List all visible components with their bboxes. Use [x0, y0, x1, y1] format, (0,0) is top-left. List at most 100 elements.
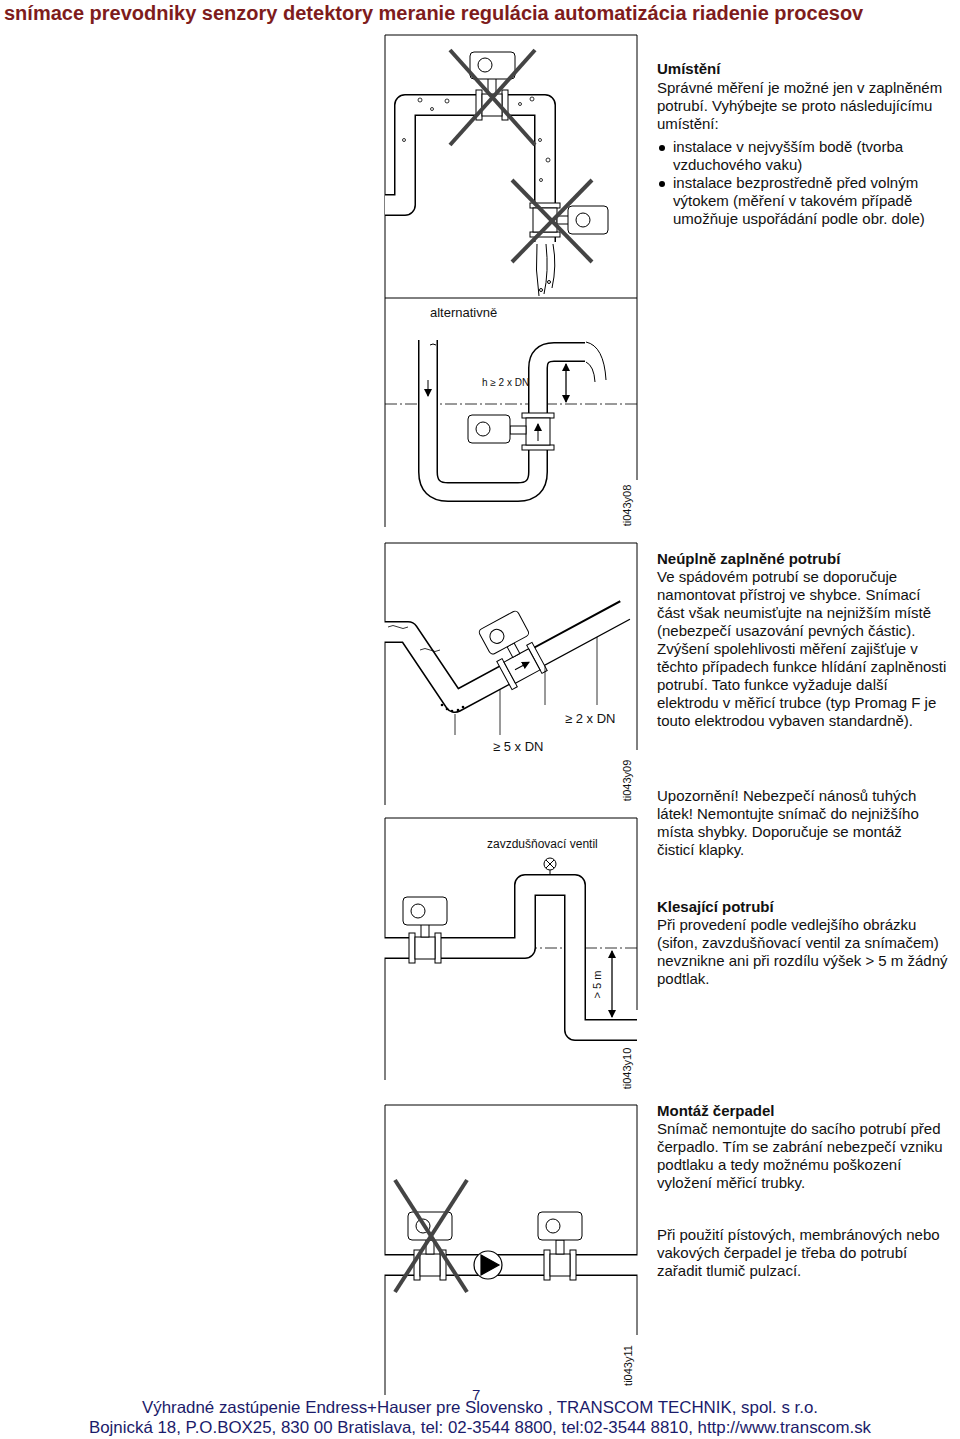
figure-caption: alternativně	[430, 305, 497, 321]
figure-id: ti043y09	[623, 759, 634, 801]
air-valve	[546, 860, 554, 868]
flow-arrow	[428, 380, 429, 396]
air-bubbles	[539, 139, 542, 142]
wrong-cross	[395, 1180, 467, 1292]
pipe	[385, 610, 625, 702]
flowmeter	[478, 58, 492, 72]
wrong-cross	[395, 1180, 467, 1292]
flowmeter	[544, 1250, 550, 1280]
free-outflow	[586, 342, 606, 380]
sediment	[457, 709, 460, 712]
flowmeter	[421, 924, 429, 937]
pump-symbol	[474, 1251, 502, 1279]
figure-frame	[385, 298, 637, 299]
flowmeter	[515, 662, 529, 670]
bullet-text: instalace v nejvyšším bodě (tvorba vzduc…	[673, 138, 951, 174]
pipe	[428, 339, 586, 492]
wrong-cross	[512, 180, 592, 262]
figure-id: ti043y10	[623, 1047, 634, 1089]
bullet-dot	[659, 181, 665, 187]
flowmeter	[415, 937, 435, 959]
pipe	[428, 340, 585, 492]
flowmeter	[408, 1212, 452, 1280]
liquid-surface	[420, 649, 440, 652]
dimension-label: > 5 m	[592, 970, 603, 998]
pipe	[384, 610, 626, 702]
flowmeter	[526, 418, 550, 445]
air-bubbles	[418, 98, 422, 102]
wrong-cross	[512, 180, 592, 262]
sediment	[441, 704, 444, 707]
flowmeter	[510, 426, 526, 434]
flowmeter	[487, 627, 506, 646]
air-bubbles	[540, 179, 543, 182]
pipe	[428, 339, 586, 492]
bullet-dot	[659, 145, 665, 187]
flowmeter	[470, 52, 515, 79]
free-outflow	[540, 289, 543, 292]
flowmeter	[522, 413, 554, 418]
dimension-line	[566, 364, 567, 402]
dimension-line	[566, 364, 567, 402]
flowmeter	[478, 610, 549, 691]
flowmeter	[403, 897, 447, 925]
dimension-line	[545, 666, 546, 705]
flowmeter	[538, 1212, 582, 1280]
liquid-surface	[388, 626, 440, 652]
free-outflow	[536, 244, 554, 296]
flowmeter	[568, 206, 608, 234]
body-text: Při provedení podle vedlejšího obrázku (…	[657, 916, 949, 988]
flowmeter	[556, 1240, 564, 1254]
wrong-cross	[395, 1180, 467, 1292]
bullet-dot	[659, 145, 665, 151]
part-label: zavzdušňovací ventil	[487, 837, 598, 851]
free-outflow	[552, 244, 555, 288]
dimension-line	[566, 364, 567, 402]
dimension-label: ≥ 2 x DN	[565, 711, 615, 727]
air-bubbles	[445, 99, 449, 103]
air-valve	[550, 870, 551, 874]
warning-text: Upozornění! Nebezpečí nánosů tuhých láte…	[657, 787, 942, 859]
figure-frame	[385, 543, 637, 805]
footer-text: Výhradné zastúpenie Endress+Hauser pre S…	[5, 1398, 955, 1418]
dimension-line	[612, 951, 613, 1017]
flowmeter	[409, 933, 415, 963]
wrong-cross	[450, 50, 535, 145]
air-valve	[544, 858, 556, 870]
flowmeter	[470, 52, 515, 120]
free-outflow	[536, 244, 539, 296]
section-heading: Umístění	[657, 60, 952, 78]
flowmeter	[538, 1212, 582, 1240]
dimension-line	[455, 714, 456, 735]
wrong-cross	[450, 50, 592, 262]
air-bubbles	[403, 139, 406, 142]
free-outflow	[586, 362, 595, 382]
flow-arrow	[428, 380, 538, 441]
flowmeter	[522, 445, 554, 450]
flowmeter	[468, 413, 554, 450]
sediment	[451, 710, 454, 713]
bullet-text: instalace bezprostředně před volným výto…	[673, 174, 951, 228]
body-text: Ve spádovém potrubí se doporučuje namont…	[657, 568, 949, 730]
figure-frame	[385, 818, 637, 1080]
footer-text: Bojnická 18, P.O.BOX25, 830 00 Bratislav…	[5, 1418, 955, 1438]
dimension-line	[500, 690, 501, 735]
wrong-cross	[450, 50, 535, 145]
air-valve	[544, 858, 556, 874]
flow-arrow	[538, 424, 539, 441]
dimension-label: ≥ 5 x DN	[493, 739, 543, 755]
flowmeter	[546, 1219, 560, 1233]
section-heading: Montáž čerpadel	[657, 1102, 952, 1120]
page-header: snímace prevodniky senzory detektory mer…	[4, 1, 863, 25]
pipe	[384, 885, 638, 1030]
dimension-line	[612, 951, 613, 1017]
air-valve	[546, 860, 554, 868]
pipe	[385, 1254, 637, 1276]
free-outflow	[548, 281, 551, 284]
flowmeter	[570, 1250, 576, 1280]
figure-id: ti043y11	[623, 1345, 634, 1386]
figure-id: ti043y08	[623, 484, 634, 526]
flowmeter	[478, 610, 530, 656]
sediment	[441, 704, 465, 713]
flowmeter	[557, 216, 569, 224]
